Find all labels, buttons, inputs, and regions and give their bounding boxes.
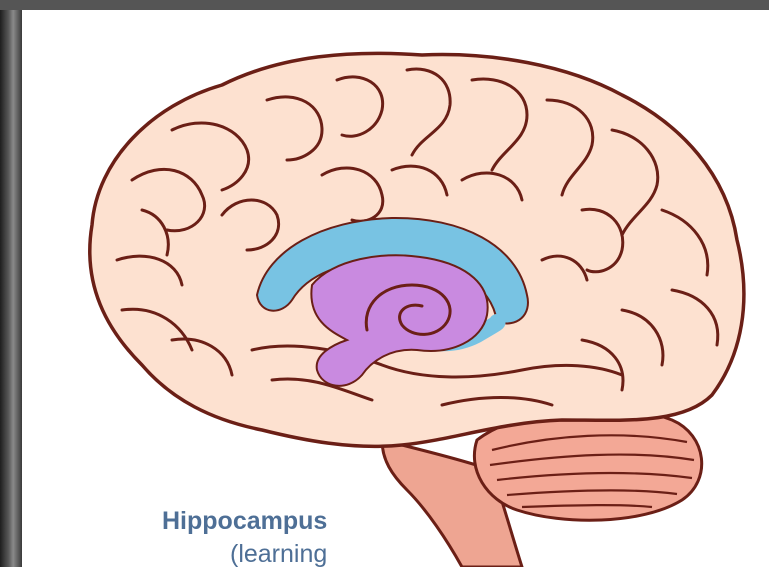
backdrop-top-strip xyxy=(0,0,769,10)
brain-illustration xyxy=(22,10,769,567)
diagram-card: Hippocampus (learning xyxy=(22,10,769,567)
hippocampus-label-sub: (learning xyxy=(230,540,327,567)
backdrop-left-edge xyxy=(0,10,22,567)
hippocampus-label: Hippocampus xyxy=(162,507,327,536)
